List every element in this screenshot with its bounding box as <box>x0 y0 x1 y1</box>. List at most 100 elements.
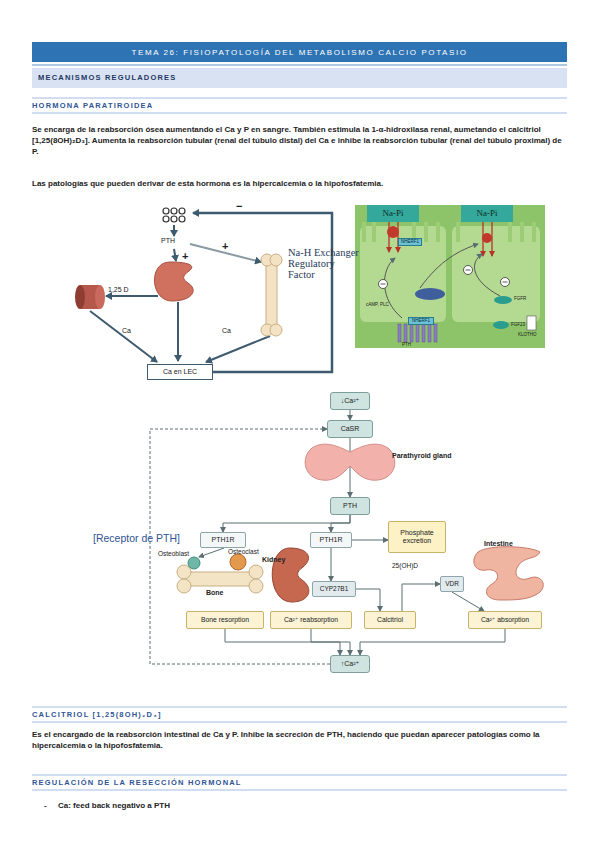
cell-label: Osteoblast <box>158 550 198 558</box>
receptor-box: VDR <box>440 576 464 592</box>
node-text: PTH1R <box>320 536 343 544</box>
arrow <box>106 295 158 297</box>
node-text: CaSR <box>341 425 360 433</box>
pth-receptor <box>398 324 437 342</box>
bone-knob <box>270 254 282 266</box>
villus <box>532 222 536 242</box>
state-box: ↑Ca²⁺ <box>330 655 370 673</box>
rule <box>32 113 567 114</box>
ligand-label: FGF23 <box>511 322 533 327</box>
title-text: TEMA 26: FISIOPATOLOGÍA DEL METABOLISMO … <box>131 48 467 57</box>
process-box: Ca en LEC <box>147 364 213 380</box>
tube-end <box>95 285 105 309</box>
signal-path <box>475 254 500 296</box>
node-text: Ca en LEC <box>163 368 197 376</box>
arrow <box>174 249 176 261</box>
kidney-icon <box>154 262 193 301</box>
signal-path <box>385 258 402 318</box>
transporter-box: Na-Pi <box>367 205 419 222</box>
organ-label: Intestine <box>484 540 528 548</box>
flow-arrow <box>452 592 484 611</box>
effect-box: Bone resorption <box>186 611 264 629</box>
rule <box>32 65 567 66</box>
node-text: Na-Pi <box>383 209 404 219</box>
paragraph: Se encarga de la reabsorción ósea aument… <box>32 124 567 157</box>
villus <box>424 222 428 242</box>
hormone-box: PTH <box>330 497 370 515</box>
signal-path <box>420 244 478 288</box>
flow-arrow <box>356 589 380 611</box>
tubule-figure <box>355 205 545 348</box>
transporter-box: Na-Pi <box>461 205 513 222</box>
rule <box>32 722 567 723</box>
gland-dot <box>163 208 169 214</box>
node-text: Phosphate excretion <box>389 529 445 544</box>
bone-knob <box>270 324 282 336</box>
rule <box>32 707 567 708</box>
rule <box>32 775 567 776</box>
transport-arrows <box>389 216 492 256</box>
node-text: CYP27B1 <box>320 585 349 592</box>
bone-knob <box>177 579 191 593</box>
title-band: TEMA 26: FISIOPATOLOGÍA DEL METABOLISMO … <box>32 42 567 62</box>
bone-shaft <box>266 262 277 328</box>
osteoclast-cell <box>230 554 246 570</box>
inhibit-circle <box>379 280 388 289</box>
effect-box: Ca²⁺ reabsorption <box>270 611 352 629</box>
receptor-box: CaSR <box>327 420 373 438</box>
node-text: NHERF1 <box>412 319 430 324</box>
helix <box>434 324 437 342</box>
effect-box: Phosphate excretion <box>388 521 446 553</box>
node-text: ↑Ca²⁺ <box>341 660 359 668</box>
villus <box>520 222 524 242</box>
bone-icon <box>177 554 263 593</box>
effect-box: Calcitriol <box>364 611 416 629</box>
receptor-label: FGFR <box>514 296 538 301</box>
villus <box>372 222 376 242</box>
villus <box>456 222 460 242</box>
rule <box>32 790 567 791</box>
inhibit-circle <box>464 266 473 275</box>
bone-icon <box>261 254 282 336</box>
plus-sign: + <box>182 250 192 263</box>
protein-box: NHERF1 <box>408 317 434 325</box>
arrow <box>206 336 270 362</box>
gland-dot <box>163 216 169 222</box>
minus-bar <box>466 270 471 271</box>
minus-bar <box>503 282 508 283</box>
axis-arrows <box>90 213 332 372</box>
section-band: MECANISMOS REGULADORES <box>32 68 567 88</box>
flow-arrow <box>360 629 505 655</box>
arrow <box>177 302 179 361</box>
receptor-box: PTH1R <box>200 532 246 548</box>
metabolite-label: 25(OH)D <box>392 562 436 570</box>
ion-label: Ca <box>122 327 142 335</box>
node-text: VDR <box>445 580 459 587</box>
gland-dot <box>171 208 177 214</box>
paragraph: Las patologías que pueden derivar de est… <box>32 178 567 189</box>
osteoblast-cell <box>188 557 200 569</box>
flow-arrow <box>402 584 440 611</box>
paragraph: Es el encargado de la reabsorción intest… <box>32 729 567 751</box>
flow-arrow <box>350 410 351 420</box>
cell-body <box>452 226 540 322</box>
ion-label: Ca <box>222 327 242 335</box>
bone-knob <box>249 565 263 579</box>
section-heading: HORMONA PARATIROIDEA <box>32 101 567 110</box>
bone-knob <box>177 565 191 579</box>
minus-sign: − <box>236 200 248 213</box>
protein-label: KLOTHO <box>518 332 544 337</box>
flow-arrow <box>331 548 332 581</box>
plus-sign: + <box>222 240 232 253</box>
flow-arrow <box>352 540 388 541</box>
node-text: Bone resorption <box>201 616 249 623</box>
flow-arrow <box>311 629 350 655</box>
flow-arrow <box>331 515 350 532</box>
node-text: Ca²⁺ reabsorption <box>284 616 338 623</box>
node-text: Ca²⁺ absorption <box>481 616 529 623</box>
helix <box>416 324 419 342</box>
inhibition-marks <box>379 266 510 289</box>
flow-arrow <box>350 438 351 497</box>
bone-shaft <box>186 572 254 586</box>
